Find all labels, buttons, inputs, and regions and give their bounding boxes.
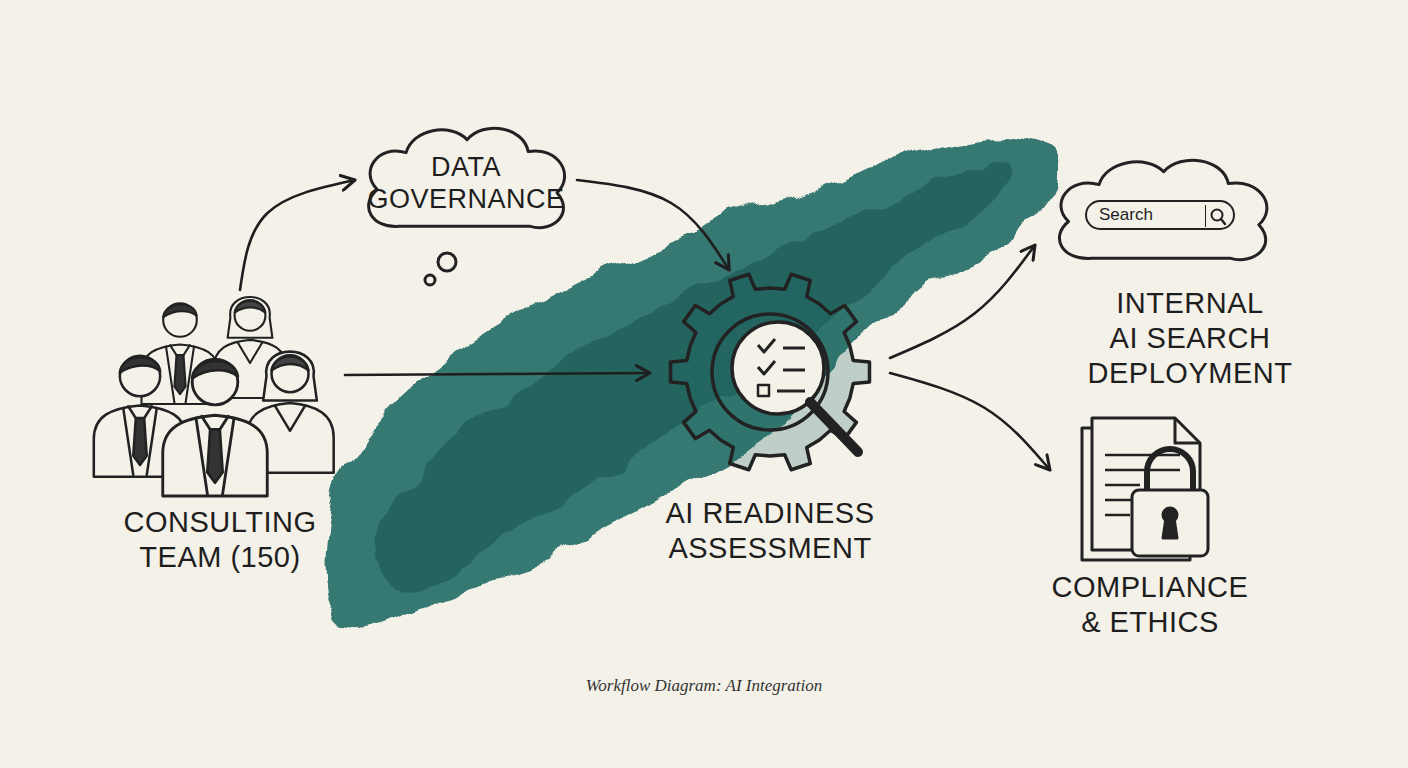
compliance-node: COMPLIANCE & ETHICS [1050,410,1250,640]
team-node: CONSULTING TEAM (150) [95,290,345,575]
flow-arrow [240,180,355,290]
people-illustration [94,297,334,496]
flow-arrow [890,373,1050,470]
node-label: CONSULTING TEAM (150) [95,505,345,575]
caption: Workflow Diagram: AI Integration [0,676,1408,696]
assessment-node: AI READINESS ASSESSMENT [650,270,890,566]
thought-cloud: DATA GOVERNANCE [355,118,577,248]
node-label: COMPLIANCE & ETHICS [1050,570,1250,640]
node-label: INTERNAL AI SEARCH DEPLOYMENT [1035,286,1345,390]
document-lock-icon [1082,418,1208,560]
watercolor-brush [324,135,1061,628]
flow-arrow [890,245,1035,358]
search-placeholder: Search [1099,205,1153,225]
search-cloud-node: SearchINTERNAL AI SEARCH DEPLOYMENT [1035,150,1345,390]
cloud-area: Search [1045,150,1280,280]
cloud-outline [355,118,577,248]
gear-magnifier-icon [671,274,870,469]
flow-arrow [345,373,650,375]
node-label: DATA GOVERNANCE [367,151,564,216]
node-label: AI READINESS ASSESSMENT [650,496,890,566]
flow-arrow [577,180,729,270]
thought-bubbles [425,253,456,285]
search-bar: Search [1085,200,1235,230]
search-icon [1205,205,1227,227]
